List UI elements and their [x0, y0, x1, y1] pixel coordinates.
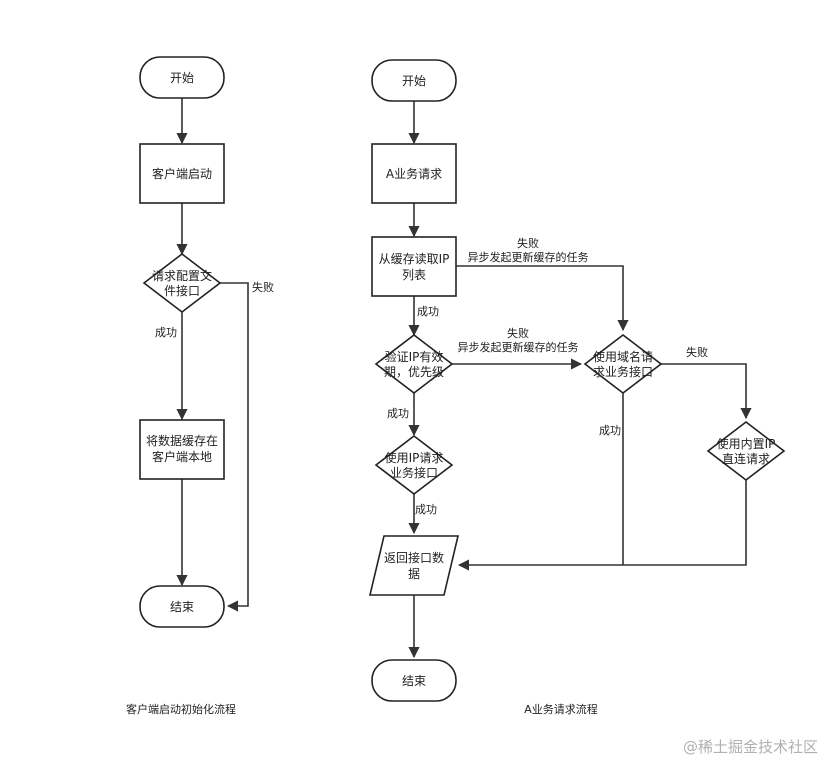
right-use-builtin-ip-decision: [706, 420, 786, 482]
left-edge-success-label: 成功: [155, 326, 177, 339]
left-save-cache-label-2: 客户端本地: [152, 449, 212, 464]
right-end-node: [371, 659, 457, 702]
left-edge-fail-label: 失败: [252, 280, 274, 294]
right-use-domain-decision: [583, 333, 663, 395]
right-return-data-node: [368, 535, 460, 596]
right-verify-ip-label-2: 期，优先级: [384, 365, 444, 379]
right-business-request-label: A业务请求: [386, 166, 442, 181]
left-request-config-decision: [142, 252, 222, 314]
right-use-domain-label-2: 求业务接口: [593, 364, 653, 379]
right-verify-ip-decision: [374, 333, 454, 395]
right-verify-success-label: 成功: [387, 407, 409, 420]
right-use-builtin-label-2: 直连请求: [722, 451, 770, 466]
right-cache-success-label: 成功: [417, 305, 439, 318]
left-request-config-label-2: 件接口: [164, 283, 200, 298]
right-edge-cache-fail-to-domain: [456, 265, 629, 332]
right-verify-ip-label-1: 验证IP有效: [385, 349, 444, 364]
left-flowchart: 开始 客户端启动 请求配置文 件接口 将数据缓存在 客户端本地 结束 成功 失败…: [126, 56, 274, 716]
right-domain-fail-label: 失败: [686, 345, 708, 359]
right-edge-builtin-to-return: [457, 480, 747, 571]
right-business-request-node: [371, 143, 457, 204]
right-use-domain-label-1: 使用域名请: [593, 349, 653, 364]
left-start-label: 开始: [170, 71, 194, 85]
right-flowchart: 开始 A业务请求 从缓存读取IP 列表 验证IP有效 期，优先级 使用域名请 求…: [368, 59, 786, 716]
right-use-ip-label-2: 业务接口: [390, 465, 438, 480]
left-start-node: [139, 56, 225, 99]
right-start-label: 开始: [402, 74, 426, 88]
watermark-text: @稀土掘金技术社区: [683, 738, 818, 756]
right-end-label: 结束: [402, 674, 426, 688]
right-start-node: [371, 59, 457, 102]
right-verify-fail-label-1: 失败: [507, 326, 529, 340]
right-return-data-label-2: 据: [408, 567, 420, 581]
right-verify-fail-label-2: 异步发起更新缓存的任务: [458, 340, 579, 354]
left-client-start-node: [139, 143, 225, 204]
left-request-config-label-1: 请求配置文: [152, 268, 212, 283]
right-domain-success-label: 成功: [599, 424, 621, 437]
right-edge-domain-fail-to-builtin: [661, 363, 752, 420]
right-cache-fail-label-1: 失败: [517, 236, 539, 250]
right-cache-fail-label-2: 异步发起更新缓存的任务: [468, 250, 589, 264]
right-return-data-label-1: 返回接口数: [384, 550, 444, 565]
right-read-cache-node: [371, 236, 457, 297]
left-client-start-label: 客户端启动: [152, 166, 212, 181]
right-read-cache-label-1: 从缓存读取IP: [379, 252, 450, 266]
right-use-ip-label-1: 使用IP请求: [385, 450, 444, 465]
left-edge-config-fail-to-end: [219, 282, 249, 612]
right-use-ip-decision: [374, 434, 454, 496]
left-end-label: 结束: [170, 600, 194, 614]
right-useip-success-label: 成功: [415, 503, 437, 516]
right-flow-caption: A业务请求流程: [524, 702, 598, 716]
left-flow-caption: 客户端启动初始化流程: [126, 702, 236, 716]
right-use-builtin-label-1: 使用内置IP: [717, 436, 776, 451]
left-save-cache-label-1: 将数据缓存在: [146, 433, 218, 448]
right-read-cache-label-2: 列表: [402, 268, 426, 282]
left-end-node: [139, 585, 225, 628]
left-save-cache-node: [139, 419, 225, 480]
